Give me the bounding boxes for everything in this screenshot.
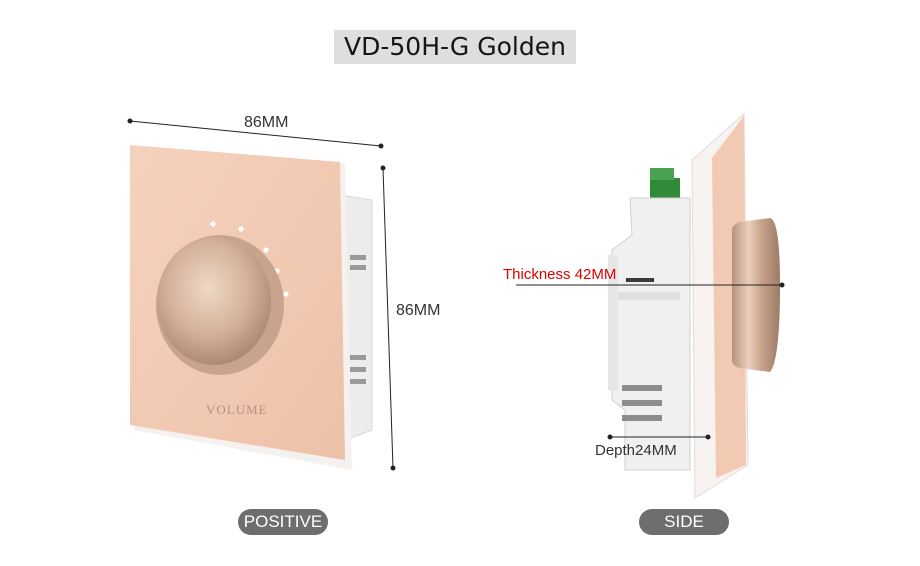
- height-dimension-label: 86MM: [396, 302, 441, 319]
- side-dimension-lines: [516, 282, 785, 440]
- product-title: VD-50H-G Golden: [334, 30, 576, 64]
- thickness-label: Thickness 42MM: [503, 266, 617, 283]
- side-caption: SIDE: [639, 509, 729, 535]
- front-view: [127, 118, 396, 471]
- side-panel: [712, 116, 746, 478]
- positive-caption: POSITIVE: [238, 509, 328, 535]
- width-dimension-label: 86MM: [244, 114, 289, 131]
- side-housing: [611, 197, 691, 471]
- front-vents: [350, 255, 366, 384]
- terminal-block: [650, 178, 680, 200]
- front-dimension-lines: [127, 118, 396, 471]
- volume-indicator-dots: [210, 221, 289, 297]
- side-view: [516, 112, 785, 499]
- volume-knob: [157, 237, 271, 365]
- volume-label: VOLUME: [206, 402, 268, 417]
- side-vents: [622, 278, 662, 421]
- side-knob: [732, 218, 780, 372]
- depth-label: Depth24MM: [595, 442, 677, 459]
